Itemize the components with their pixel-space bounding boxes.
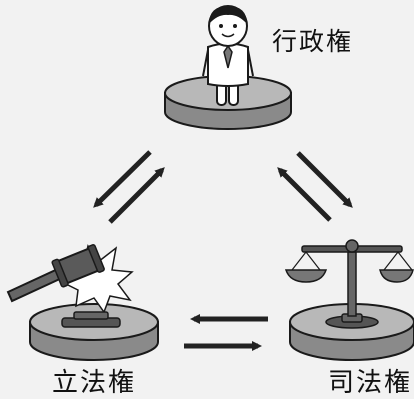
judicial-label: 司法権 bbox=[328, 368, 413, 398]
person-icon bbox=[202, 5, 254, 106]
arrow-legislative-to-executive bbox=[108, 167, 165, 224]
arrow-executive-to-legislative bbox=[93, 150, 152, 208]
executive-label: 行政権 bbox=[272, 27, 354, 56]
arrow-executive-to-judicial bbox=[296, 151, 353, 208]
legislative-label: 立法権 bbox=[52, 368, 137, 398]
gavel-icon bbox=[6, 244, 134, 328]
scales-icon bbox=[284, 239, 414, 329]
arrow-judicial-to-executive bbox=[277, 167, 332, 222]
